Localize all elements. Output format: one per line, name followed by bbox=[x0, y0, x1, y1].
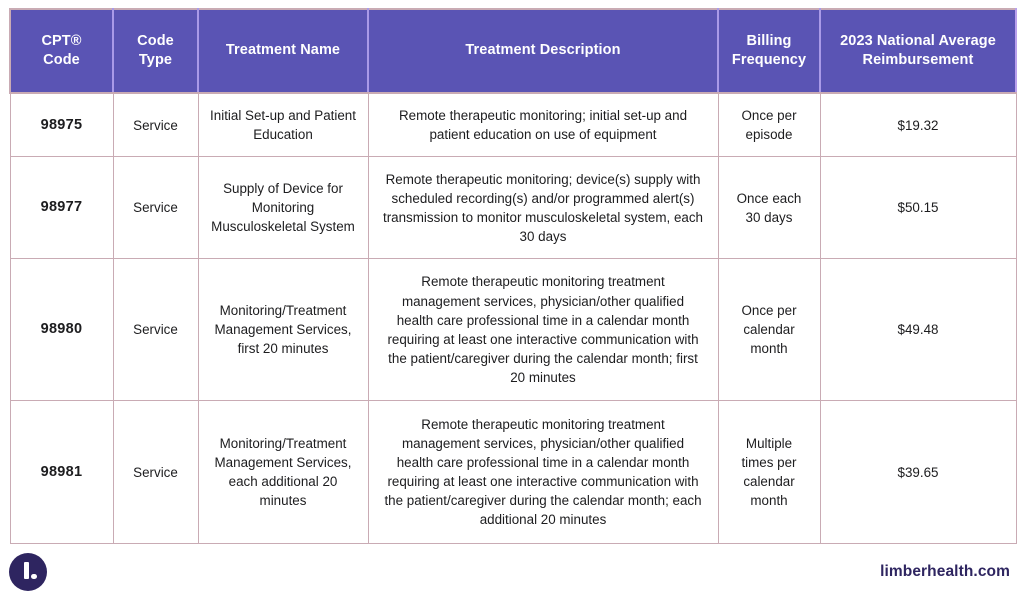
code-type-header-line1: Code bbox=[137, 32, 174, 49]
cell-code-type: Service bbox=[112, 156, 199, 260]
logo-bar-shape bbox=[24, 561, 29, 579]
column-header-billing-frequency: Billing Frequency bbox=[717, 8, 821, 94]
cell-reimbursement: $50.15 bbox=[819, 156, 1017, 260]
cell-treatment-name: Monitoring/Treatment Management Services… bbox=[197, 400, 369, 545]
column-header-reimbursement: 2023 National Average Reimbursement bbox=[819, 8, 1017, 94]
billing-frequency-header-line1: Billing bbox=[746, 32, 792, 49]
treatment-description-header-label: Treatment Description bbox=[465, 42, 621, 59]
code-type-header-line2: Type bbox=[138, 52, 173, 68]
cell-treatment-name: Monitoring/Treatment Management Services… bbox=[197, 258, 369, 402]
reimbursement-header-line2: Reimbursement bbox=[862, 52, 974, 68]
header-row: CPT® Code Code Type Treatment Name Treat… bbox=[9, 8, 1017, 94]
cell-reimbursement: $39.65 bbox=[819, 400, 1017, 545]
cell-billing-frequency: Multiple times per calendar month bbox=[717, 400, 821, 545]
cell-cpt-code: 98980 bbox=[9, 258, 114, 402]
cell-code-type: Service bbox=[112, 92, 199, 158]
cell-treatment-name: Supply of Device for Monitoring Musculos… bbox=[197, 156, 369, 260]
cpt-codes-table: CPT® Code Code Type Treatment Name Treat… bbox=[9, 8, 1017, 545]
cpt-code-header-line2: Code bbox=[43, 52, 80, 68]
limber-health-logo-icon bbox=[9, 552, 47, 591]
logo-dot-shape bbox=[31, 573, 37, 579]
cell-treatment-description: Remote therapeutic monitoring; initial s… bbox=[367, 92, 719, 158]
table-container: CPT® Code Code Type Treatment Name Treat… bbox=[9, 8, 1017, 545]
website-url-label: limberhealth.com bbox=[880, 562, 1010, 580]
cell-treatment-name: Initial Set-up and Patient Education bbox=[197, 92, 369, 158]
cell-code-type: Service bbox=[112, 258, 199, 402]
billing-frequency-header-line2: Frequency bbox=[731, 52, 807, 68]
cell-treatment-description: Remote therapeutic monitoring treatment … bbox=[367, 258, 719, 402]
cell-billing-frequency: Once per calendar month bbox=[717, 258, 821, 402]
column-header-cpt-code: CPT® Code bbox=[9, 8, 114, 94]
column-header-treatment-description: Treatment Description bbox=[367, 8, 719, 94]
cell-cpt-code: 98975 bbox=[9, 92, 114, 158]
table-row: 98981 Service Monitoring/Treatment Manag… bbox=[9, 400, 1017, 545]
treatment-name-header-label: Treatment Name bbox=[225, 42, 341, 59]
reimbursement-header-line1: 2023 National Average bbox=[840, 32, 996, 49]
table-row: 98980 Service Monitoring/Treatment Manag… bbox=[9, 258, 1017, 402]
cell-reimbursement: $19.32 bbox=[819, 92, 1017, 158]
page-footer: limberhealth.com bbox=[0, 543, 1024, 600]
cell-treatment-description: Remote therapeutic monitoring; device(s)… bbox=[367, 156, 719, 260]
cell-billing-frequency: Once each 30 days bbox=[717, 156, 821, 260]
table-header: CPT® Code Code Type Treatment Name Treat… bbox=[9, 8, 1017, 94]
cell-cpt-code: 98977 bbox=[9, 156, 114, 260]
cell-cpt-code: 98981 bbox=[9, 400, 114, 545]
cell-treatment-description: Remote therapeutic monitoring treatment … bbox=[367, 400, 719, 545]
column-header-code-type: Code Type bbox=[112, 8, 199, 94]
column-header-treatment-name: Treatment Name bbox=[197, 8, 369, 94]
table-row: 98977 Service Supply of Device for Monit… bbox=[9, 156, 1017, 260]
cell-reimbursement: $49.48 bbox=[819, 258, 1017, 402]
table-row: 98975 Service Initial Set-up and Patient… bbox=[9, 92, 1017, 158]
cell-code-type: Service bbox=[112, 400, 199, 545]
cell-billing-frequency: Once per episode bbox=[717, 92, 821, 158]
table-body: 98975 Service Initial Set-up and Patient… bbox=[9, 92, 1017, 545]
cpt-code-header-line1: CPT® bbox=[41, 32, 82, 49]
